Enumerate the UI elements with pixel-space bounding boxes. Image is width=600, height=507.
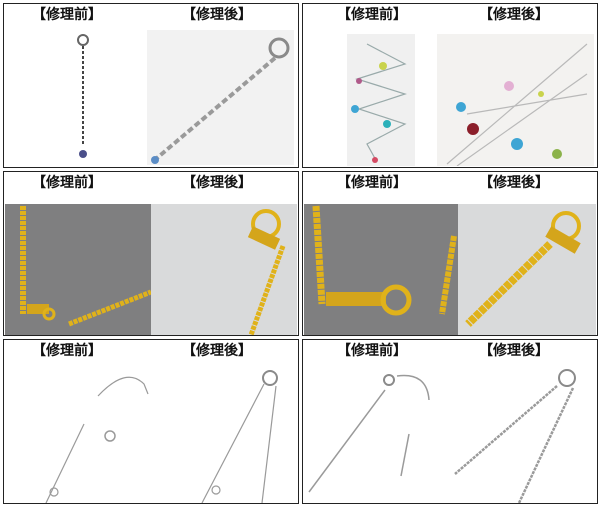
after-label: 【修理後】 bbox=[182, 175, 252, 191]
silver-extender-chain-before-image bbox=[59, 30, 109, 165]
gold-box-chain-after-image bbox=[151, 204, 297, 335]
after-label: 【修理後】 bbox=[479, 175, 549, 191]
panel-4: 【修理前】 【修理後】 bbox=[302, 171, 598, 336]
before-label: 【修理前】 bbox=[32, 343, 102, 359]
silver-fine-chain-after-image bbox=[152, 364, 297, 503]
after-label: 【修理後】 bbox=[479, 343, 549, 359]
panel-1: 【修理前】 【修理後】 bbox=[3, 3, 299, 168]
before-label: 【修理前】 bbox=[337, 7, 407, 23]
silver-snake-chain-before-image bbox=[305, 364, 445, 503]
gemstone-station-necklace-before-image bbox=[347, 34, 415, 166]
before-label: 【修理前】 bbox=[32, 7, 102, 23]
after-label: 【修理後】 bbox=[182, 7, 252, 23]
panel-2: 【修理前】 【修理後】 bbox=[302, 3, 598, 168]
before-label: 【修理前】 bbox=[337, 343, 407, 359]
silver-snake-chain-after-image bbox=[445, 364, 596, 503]
before-label: 【修理前】 bbox=[32, 175, 102, 191]
silver-extender-chain-after-image bbox=[147, 30, 294, 165]
silver-fine-chain-before-image bbox=[6, 364, 152, 503]
gold-box-chain-clasp-after-image bbox=[458, 204, 596, 335]
gemstone-station-necklace-after-image bbox=[437, 34, 594, 166]
panel-6: 【修理前】 【修理後】 bbox=[302, 339, 598, 504]
gold-box-chain-clasp-before-image bbox=[304, 204, 458, 335]
panel-5: 【修理前】 【修理後】 bbox=[3, 339, 299, 504]
gold-box-chain-before-image bbox=[5, 204, 151, 335]
chain-icon bbox=[59, 30, 109, 165]
after-label: 【修理後】 bbox=[479, 7, 549, 23]
before-label: 【修理前】 bbox=[337, 175, 407, 191]
panel-3: 【修理前】 【修理後】 bbox=[3, 171, 299, 336]
after-label: 【修理後】 bbox=[182, 343, 252, 359]
